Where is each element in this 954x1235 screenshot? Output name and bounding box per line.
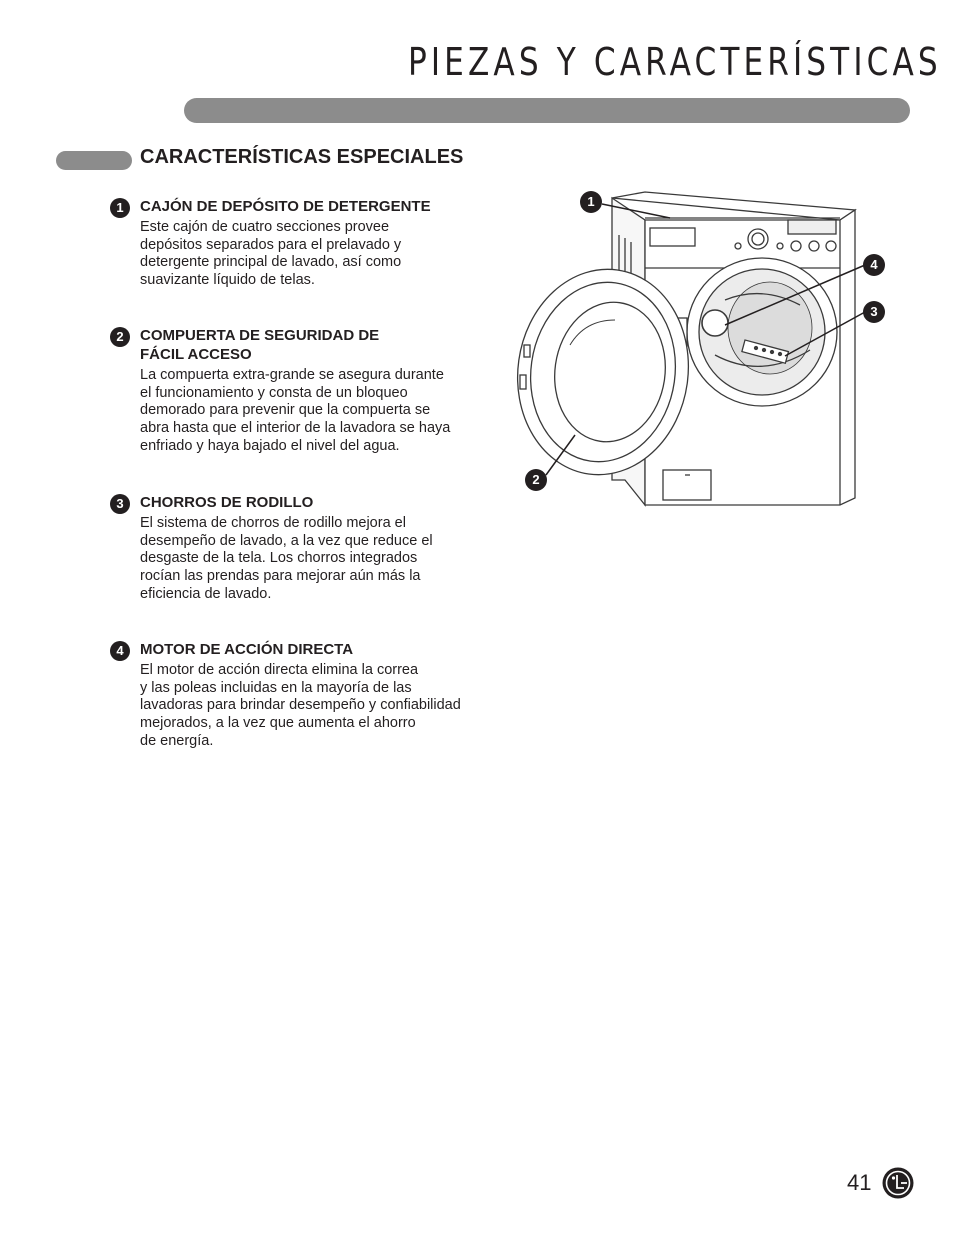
callout-1: 1 [580, 191, 602, 213]
feature-direct-drive-motor: 4 MOTOR DE ACCIÓN DIRECTA El motor de ac… [110, 640, 500, 751]
feature-detergent-dispenser: 1 CAJÓN DE DEPÓSITO DE DETERGENTE Este c… [110, 197, 500, 290]
callout-2: 2 [525, 469, 547, 491]
feature-body: La compuerta extra-grande se asegura dur… [140, 367, 451, 454]
feature-roller-jets: 3 CHORROS DE RODILLO El sistema de chorr… [110, 493, 500, 604]
feature-number: 4 [110, 641, 130, 661]
feature-body: El sistema de chorros de rodillo mejora … [140, 515, 433, 602]
feature-title: CHORROS DE RODILLO [140, 494, 314, 511]
feature-number: 1 [110, 198, 130, 218]
feature-body: Este cajón de cuatro secciones provee de… [140, 219, 402, 289]
callout-3: 3 [863, 301, 885, 323]
title-bar [184, 98, 910, 123]
lg-logo-icon [882, 1167, 914, 1199]
page-number: 41 [847, 1170, 872, 1195]
feature-title: CAJÓN DE DEPÓSITO DE DETERGENTE [140, 198, 431, 215]
feature-number: 3 [110, 494, 130, 514]
feature-title: MOTOR DE ACCIÓN DIRECTA [140, 641, 354, 658]
page-title: PIEZAS Y CARACTERÍSTICAS [408, 40, 942, 84]
section-heading: CARACTERÍSTICAS ESPECIALES [140, 146, 464, 168]
feature-body: El motor de acción directa elimina la co… [140, 662, 461, 749]
section-pill [56, 151, 132, 170]
feature-safety-door: 2 COMPUERTA DE SEGURIDAD DE FÁCIL ACCESO… [110, 326, 500, 456]
callout-4: 4 [863, 254, 885, 276]
feature-number: 2 [110, 327, 130, 347]
washer-illustration [516, 191, 866, 507]
feature-title: COMPUERTA DE SEGURIDAD DE FÁCIL ACCESO [140, 327, 380, 363]
